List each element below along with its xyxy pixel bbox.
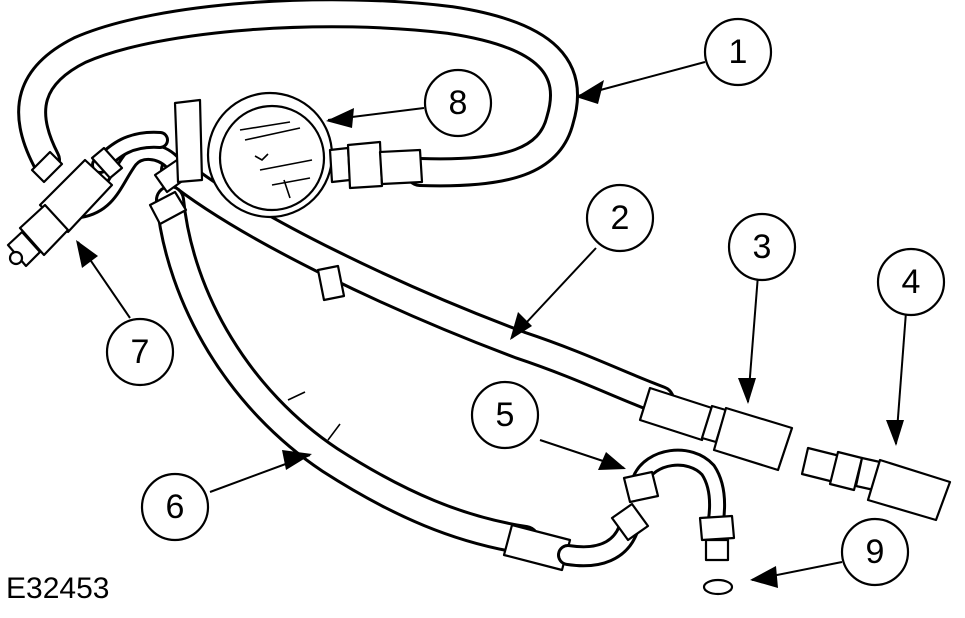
callout-label: 6 — [166, 488, 185, 526]
pump-hose — [155, 185, 540, 555]
control-valve — [6, 146, 124, 268]
pressure-gauge — [173, 91, 424, 219]
callout-label: 4 — [902, 263, 921, 301]
callout-9: 9 — [840, 517, 910, 587]
callout-label: 5 — [496, 396, 515, 434]
callout-4: 4 — [876, 247, 946, 317]
pressure-hose — [160, 155, 675, 415]
callout-label: 9 — [866, 533, 885, 571]
o-ring — [702, 578, 734, 596]
callout-label: 8 — [449, 84, 468, 122]
hose-fitting — [148, 190, 188, 226]
return-hose — [17, 0, 579, 188]
callout-label: 7 — [131, 333, 150, 371]
tube-nut — [622, 448, 736, 562]
callout-7: 7 — [105, 317, 175, 387]
hose-nut-fitting — [638, 386, 794, 472]
callout-label: 3 — [753, 228, 772, 266]
callout-label: 2 — [611, 199, 630, 237]
pump-hose-fitting — [502, 502, 650, 572]
callout-5: 5 — [470, 380, 540, 450]
callout-8: 8 — [423, 68, 493, 138]
adapter-fitting — [800, 446, 952, 522]
leader-lines — [76, 61, 907, 588]
callout-2: 2 — [585, 183, 655, 253]
callout-1: 1 — [703, 17, 773, 87]
callout-3: 3 — [727, 212, 797, 282]
callout-label: 1 — [729, 33, 748, 71]
figure-id-label: E32453 — [6, 572, 110, 605]
callout-6: 6 — [140, 472, 210, 542]
